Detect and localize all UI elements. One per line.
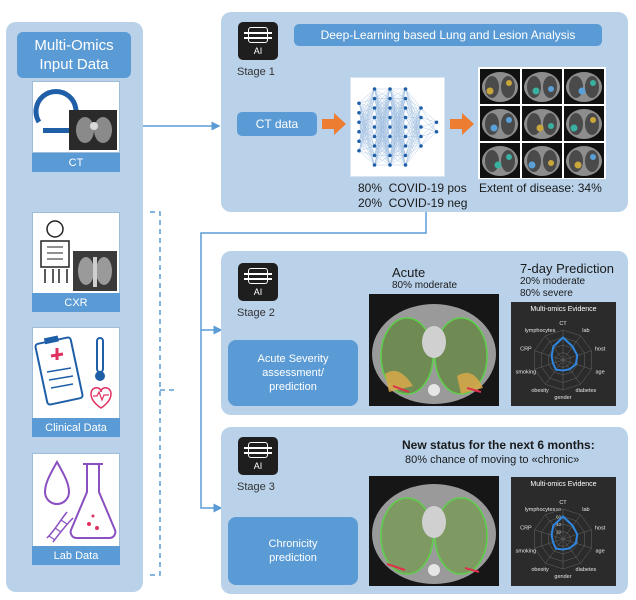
radar-axis-label: gender <box>554 574 571 580</box>
stage1-extent: Extent of disease: 34% <box>479 181 602 195</box>
radar-axis-label: lab <box>582 507 589 513</box>
stage1-result-neg: 20% COVID-19 neg <box>358 196 468 210</box>
stage3-ai-chip-icon: AI <box>238 437 278 475</box>
prediction-title: 7-day Prediction <box>520 261 614 276</box>
status-title: New status for the next 6 months: <box>402 438 595 452</box>
stage2-radar-title: Multi-omics Evidence <box>530 306 597 313</box>
radar-axis-label: age <box>595 548 604 554</box>
radar-tick-label: 60 <box>556 515 562 520</box>
status-subtitle: 80% chance of moving to «chronic» <box>405 454 580 466</box>
cxr-image <box>32 212 120 294</box>
stage1-ai-chip-icon: AI <box>238 22 278 60</box>
ct-lesion-grid-image <box>478 67 606 179</box>
acute-title: Acute <box>392 265 426 280</box>
radar-axis-label: gender <box>554 395 571 401</box>
clinical-data-label: Clinical Data <box>32 418 120 437</box>
stage1-result-pos: 80% COVID-19 pos <box>358 181 467 195</box>
radar-axis-label: obesity <box>531 388 549 394</box>
orange-arrow-icon <box>322 113 346 135</box>
stage2-label: Stage 2 <box>237 307 275 319</box>
radar-axis-label: lymphocytes <box>525 507 556 513</box>
stage3-radar-title: Multi-omics Evidence <box>530 481 597 488</box>
stage2-ai-chip-icon: AI <box>238 263 278 301</box>
radar-axis-label: host <box>595 347 606 353</box>
stage3-label: Stage 3 <box>237 481 275 493</box>
clinical-data-image <box>32 327 120 420</box>
input-panel-title: Multi-Omics Input Data <box>17 32 131 78</box>
neural-network-image <box>350 77 445 177</box>
stage1-header: Deep-Learning based Lung and Lesion Anal… <box>294 24 602 46</box>
stage3-task-box: Chronicity prediction <box>228 517 358 585</box>
radar-axis-label: CRP <box>520 526 532 532</box>
ct-label: CT <box>32 153 120 172</box>
radar-axis-label: diabetes <box>576 567 597 573</box>
cxr-label: CXR <box>32 293 120 312</box>
radar-axis-label: lab <box>582 328 589 334</box>
stage3-radar-chart: Multi-omics Evidence CT lab host age diabete… <box>511 477 616 586</box>
prediction-line2: 80% severe <box>520 288 573 299</box>
radar-axis-label: CT <box>559 321 567 327</box>
radar-tick-label: 80 <box>556 507 562 512</box>
radar-axis-label: obesity <box>531 567 549 573</box>
stage2-radar-chart: Multi-omics Evidence CT lab host age diabete… <box>511 302 616 406</box>
prediction-line1: 20% moderate <box>520 276 586 287</box>
radar-axis-label: CRP <box>520 347 532 353</box>
radar-series-shape <box>550 515 579 551</box>
radar-tick-label: 40 <box>556 522 562 527</box>
radar-tick-label: 20 <box>556 530 562 535</box>
radar-axis-label: smoking <box>516 369 536 375</box>
radar-axis-label: smoking <box>516 548 536 554</box>
radar-axis-label: diabetes <box>576 388 597 394</box>
acute-subtitle: 80% moderate <box>392 280 458 291</box>
radar-series-shape <box>550 336 579 372</box>
stage2-task-box: Acute Severity assessment/ prediction <box>228 340 358 406</box>
stage1-label: Stage 1 <box>237 66 275 78</box>
lab-data-image <box>32 453 120 548</box>
radar-axis-label: age <box>595 369 604 375</box>
radar-axis-label: lymphocytes <box>525 328 556 334</box>
ct-scanner-image <box>32 81 120 153</box>
radar-axis-label: host <box>595 526 606 532</box>
radar-axis-label: CT <box>559 500 567 506</box>
orange-arrow-icon <box>450 113 474 135</box>
ct-data-button: CT data <box>237 112 317 136</box>
lab-data-label: Lab Data <box>32 546 120 565</box>
chronic-ct-scan-image <box>369 476 499 586</box>
acute-ct-scan-image <box>369 294 499 406</box>
